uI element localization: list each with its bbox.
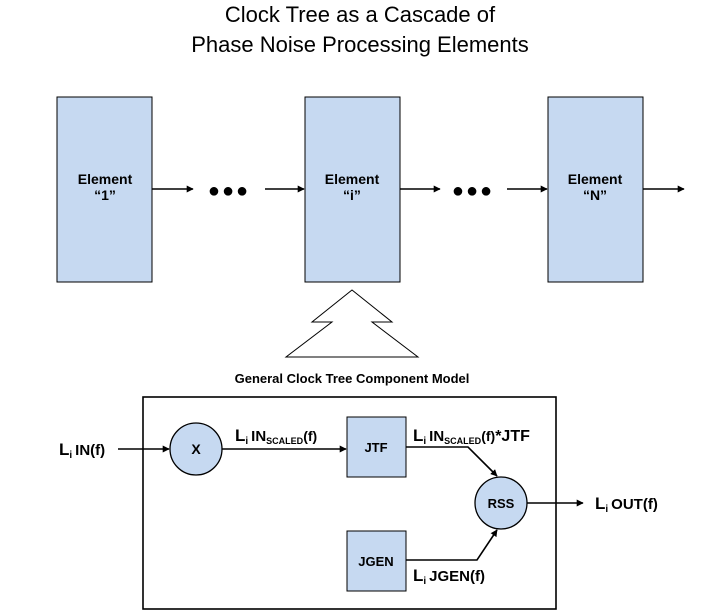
jtf-label: JTF (364, 440, 387, 455)
element-n-name: Element (568, 171, 623, 187)
jgen-to-rss-wire (406, 529, 498, 561)
element-i-name: Element (325, 171, 380, 187)
rss-label: RSS (488, 496, 515, 511)
jtf-block (346, 416, 407, 478)
title-line-2: Phase Noise Processing Elements (191, 32, 529, 57)
ellipsis-dots-left: ●●● (208, 180, 250, 202)
expand-up-arrow-icon (284, 289, 420, 358)
model-caption: General Clock Tree Component Model (235, 371, 470, 386)
element-i-index: “i” (343, 187, 361, 203)
multiplier-label: X (191, 441, 201, 457)
element-n: Element “N” (547, 96, 644, 283)
jtf-to-rss-wire (406, 446, 498, 477)
ellipsis-dots-right: ●●● (452, 180, 494, 202)
title-line-1: Clock Tree as a Cascade of (225, 2, 496, 27)
element-1-name: Element (78, 171, 133, 187)
element-1-index: “1” (94, 187, 116, 203)
element-1: Element “1” (56, 96, 153, 283)
jgen-label: JGEN (358, 554, 393, 569)
jgen-block (346, 530, 407, 592)
element-i: Element “i” (304, 96, 401, 283)
element-n-index: “N” (583, 187, 607, 203)
